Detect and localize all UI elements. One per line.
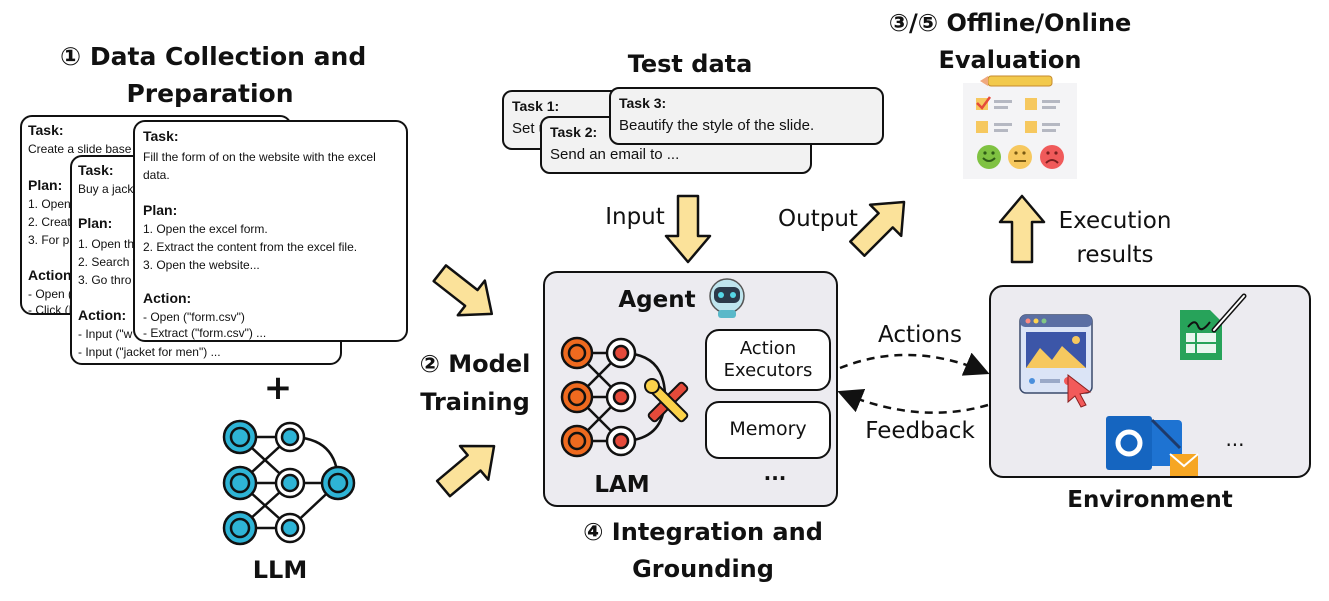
agent-title: Agent	[618, 287, 696, 313]
data-collection-title: ① Data Collection and Preparation	[60, 42, 367, 108]
actions-label: Actions	[877, 322, 962, 348]
llm-label: LLM	[252, 556, 308, 584]
integration-title: ④ Integration and Grounding	[583, 518, 823, 583]
environment-more-dots: ...	[1225, 427, 1245, 451]
test-data-title: Test data	[627, 50, 753, 78]
action-executors-module: Action Executors	[705, 329, 831, 391]
yellow-arrow-icon	[432, 264, 494, 317]
output-label: Output	[778, 206, 858, 232]
robot-icon	[709, 278, 745, 318]
actions-dashed-arrow	[839, 352, 990, 376]
agent-more-dots: ···	[763, 466, 787, 490]
spreadsheet-icon	[1180, 293, 1247, 360]
model-training-title: ② Model Training	[419, 350, 531, 416]
environment-title: Environment	[1067, 487, 1233, 513]
test-card-task3: Task 3: Beautify the style of the slide.	[609, 87, 884, 145]
evaluation-title: ③/⑤ Offline/Online Evaluation	[888, 9, 1132, 74]
mail-app-icon	[1106, 416, 1199, 476]
memory-module: Memory	[705, 401, 831, 459]
feedback-label: Feedback	[865, 418, 975, 444]
neural-network-nodes	[222, 419, 356, 546]
evaluation-board-icon	[963, 75, 1077, 179]
yellow-arrow-icon	[998, 194, 1046, 264]
feedback-dashed-arrow	[837, 389, 989, 414]
input-label: Input	[605, 204, 665, 230]
wrench-icon	[644, 378, 689, 423]
data-card-front: Task: Fill the form of on the website wi…	[133, 120, 408, 342]
browser-window-icon	[1019, 314, 1093, 408]
lam-network-nodes	[560, 336, 637, 458]
plus-sign: +	[263, 368, 293, 408]
lam-label: LAM	[594, 472, 650, 498]
execution-results-label: Execution results	[1058, 208, 1172, 268]
yellow-arrow-icon	[664, 194, 712, 264]
yellow-arrow-icon	[849, 200, 906, 257]
yellow-arrow-icon	[435, 444, 496, 498]
